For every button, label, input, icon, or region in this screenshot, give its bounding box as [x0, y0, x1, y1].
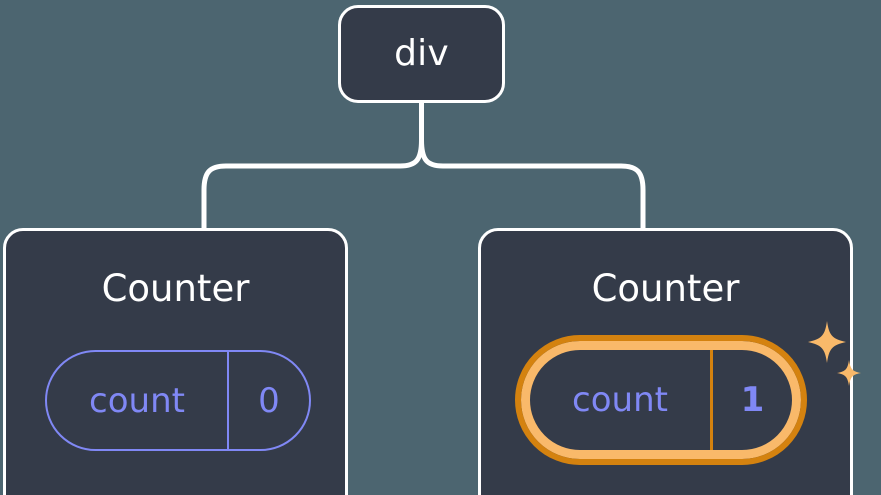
counter-right-title: Counter — [591, 267, 740, 310]
state-value-left: 0 — [258, 380, 280, 421]
state-pill-left[interactable]: count 0 — [45, 350, 311, 451]
state-key-left: count — [47, 352, 229, 449]
sparkle-group — [808, 321, 861, 386]
state-key-right: count — [530, 350, 713, 450]
counter-left-title: Counter — [101, 267, 250, 310]
node-div[interactable]: div — [338, 5, 505, 103]
node-counter-left[interactable]: Counter count 0 — [3, 228, 348, 495]
state-pill-right[interactable]: count 1 — [515, 335, 807, 465]
sparkle-icon-small — [837, 360, 861, 386]
div-node-label: div — [394, 33, 449, 74]
state-value-right: 1 — [740, 380, 765, 420]
sparkle-icon-large — [808, 321, 846, 363]
connector-branch-left — [201, 137, 424, 231]
node-counter-right[interactable]: Counter count 1 — [478, 228, 861, 495]
connector-branch-right — [419, 137, 646, 231]
